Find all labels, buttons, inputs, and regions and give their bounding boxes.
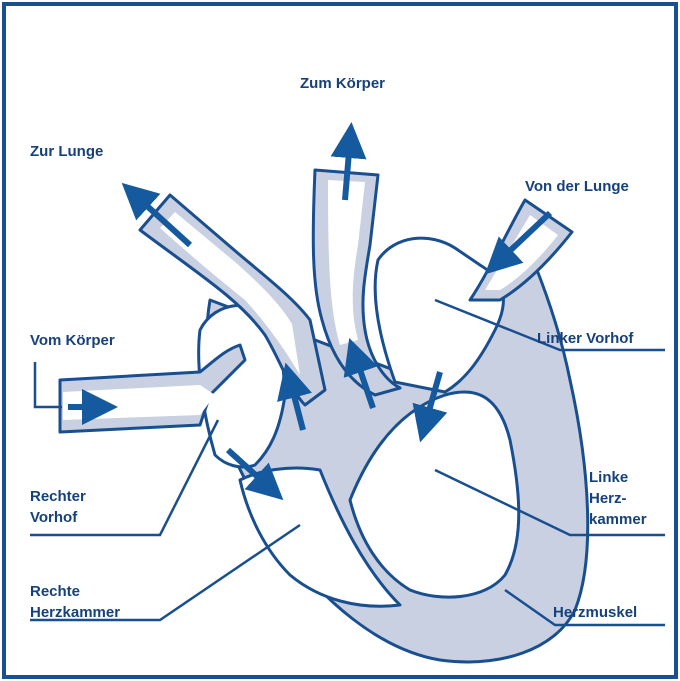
label-linker-vorhof: Linker Vorhof [537,330,634,347]
label-herzmuskel: Herzmuskel [553,604,637,621]
label-rechte-herzkammer-line2: Herzkammer [30,604,120,621]
label-von-der-lunge: Von der Lunge [525,178,629,195]
label-rechter-vorhof-line1: Rechter [30,488,86,505]
label-rechte-herzkammer-line1: Rechte [30,583,80,600]
label-vom-koerper: Vom Körper [30,332,115,349]
leader-vom-koerper [35,362,62,407]
label-rechter-vorhof-line2: Vorhof [30,509,78,526]
label-linke-herzkammer-line2: Herz- [589,490,627,507]
label-linke-herzkammer-line1: Linke [589,469,628,486]
label-zum-koerper: Zum Körper [300,75,385,92]
label-zur-lunge: Zur Lunge [30,143,103,160]
label-linke-herzkammer-line3: kammer [589,511,647,528]
